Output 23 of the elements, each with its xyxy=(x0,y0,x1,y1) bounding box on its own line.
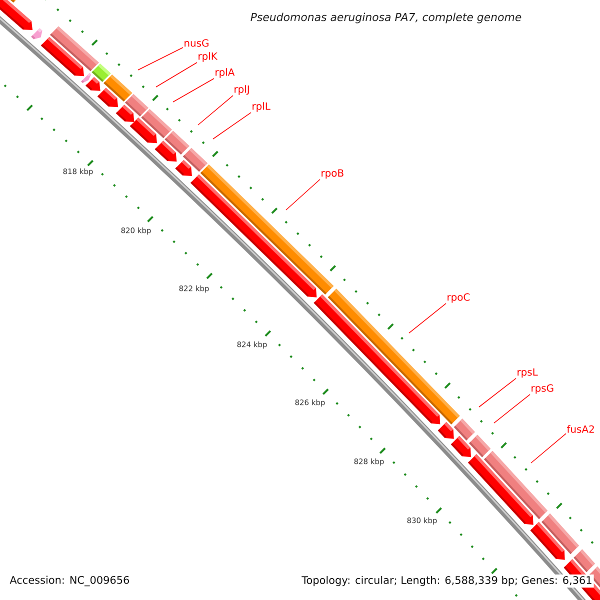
leader-line xyxy=(172,78,214,102)
gene-label: rpoB xyxy=(322,169,344,179)
gene-label: rplA xyxy=(216,68,235,78)
gene-label: rpoC xyxy=(448,293,470,303)
gene-label: rplK xyxy=(198,52,218,62)
leader-line xyxy=(138,47,184,70)
leader-line xyxy=(286,178,320,210)
leader-line xyxy=(198,95,234,126)
leader-line xyxy=(156,62,198,88)
accession-text: Accession: NC_009656 xyxy=(8,574,132,588)
title: Pseudomonas aeruginosa PA7, complete genome xyxy=(250,12,522,24)
leader-line xyxy=(494,394,530,424)
gene-label: rplJ xyxy=(234,85,249,95)
genome-summary-text: Topology: circular; Length: 6,588,339 bp; Genes: 6,361 xyxy=(300,574,594,588)
gene-label: rpsL xyxy=(518,368,538,378)
leader-line xyxy=(408,303,446,334)
gene-label: fusA2 xyxy=(566,425,594,433)
leader-line xyxy=(478,378,516,408)
gene-label: rpsG xyxy=(532,384,554,394)
leader-line xyxy=(212,112,252,140)
gene-label: rplL xyxy=(252,102,270,112)
leader-line xyxy=(530,433,566,464)
gene-label: nusG xyxy=(184,39,208,47)
